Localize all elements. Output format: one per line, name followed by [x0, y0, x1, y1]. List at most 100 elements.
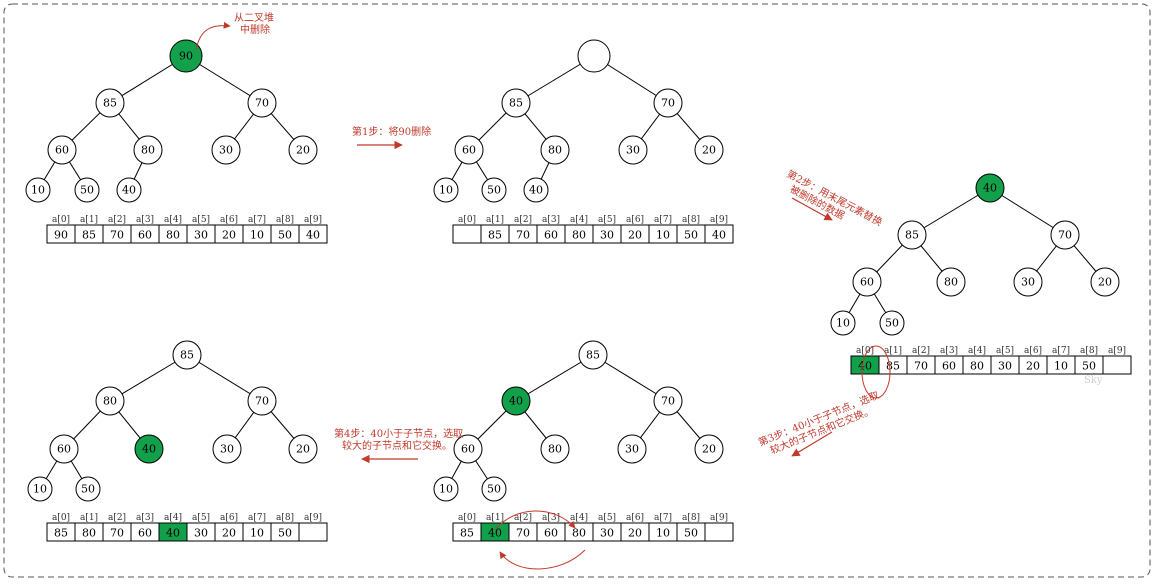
- array-index-label: a[2]: [108, 215, 126, 225]
- array-cell-value: 70: [110, 527, 124, 540]
- swap-arc-lower: [499, 549, 586, 570]
- tree-edge: [515, 354, 594, 402]
- array-cell-value: 20: [222, 229, 236, 242]
- array-cell-value: 40: [306, 229, 320, 242]
- tree-node-value: 50: [487, 184, 501, 197]
- tree-node-value: 10: [439, 483, 453, 496]
- array-cell-value: 50: [1082, 360, 1096, 373]
- tree-node: [540, 135, 570, 165]
- array-cell-value: 80: [572, 229, 586, 242]
- tree-node: [75, 476, 101, 502]
- array-index-label: a[3]: [940, 346, 958, 356]
- array-index-label: a[0]: [52, 215, 70, 225]
- note-step2-group: 第2步：用末尾元素替换 被删除的数据: [785, 167, 885, 228]
- array-cell-value: 70: [914, 360, 928, 373]
- array-index-label: a[7]: [654, 513, 672, 523]
- array-index-label: a[8]: [276, 215, 294, 225]
- tree-node-value: 40: [529, 184, 543, 197]
- array-index-label: a[7]: [248, 513, 266, 523]
- tree-node-value: 20: [296, 443, 310, 456]
- array-index-label: a[1]: [486, 215, 504, 225]
- tree-node-value: 80: [548, 443, 562, 456]
- array-cell-value: 60: [138, 527, 152, 540]
- array-cell-value: 10: [250, 527, 264, 540]
- tree-node-value: 60: [860, 276, 874, 289]
- tree-node-value: 60: [462, 144, 476, 157]
- array-index-label: a[5]: [598, 513, 616, 523]
- array-cell-value: 50: [278, 229, 292, 242]
- outer-border: [3, 3, 1151, 578]
- note-step4-line2: 较大的子节点和它交换。: [342, 439, 452, 452]
- tree-node-value: 60: [461, 443, 475, 456]
- tree-edge: [911, 187, 991, 236]
- array-cell-value: 60: [544, 229, 558, 242]
- tree-node-value: 40: [983, 182, 997, 195]
- tree-node-value: 85: [586, 349, 600, 362]
- array-cell-value: 10: [656, 229, 670, 242]
- array-index-label: a[5]: [192, 513, 210, 523]
- tree-node-value: 85: [905, 229, 919, 242]
- array-index-label: a[8]: [276, 513, 294, 523]
- tree-node-value: 70: [661, 395, 675, 408]
- array-index-label: a[2]: [514, 215, 532, 225]
- array-cell-value: 40: [858, 360, 872, 373]
- array-index-label: a[4]: [164, 215, 182, 225]
- tree-node: [577, 39, 611, 73]
- arrow-step2: [791, 197, 833, 221]
- tree-edge: [109, 354, 188, 402]
- tree-node: [27, 476, 53, 502]
- array-cell-value: 60: [138, 229, 152, 242]
- array-cell-value: 20: [1026, 360, 1040, 373]
- array-index-label: a[6]: [626, 215, 644, 225]
- tree-node: [454, 135, 484, 165]
- array-cell-value: 30: [194, 229, 208, 242]
- array-index-label: a[8]: [1080, 346, 1098, 356]
- array-index-label: a[3]: [136, 513, 154, 523]
- array-index-label: a[1]: [80, 513, 98, 523]
- tree-node-value: 30: [625, 443, 639, 456]
- array-index-label: a[2]: [912, 346, 930, 356]
- tree-node: [617, 434, 647, 464]
- tree-node-value: 80: [944, 276, 958, 289]
- tree-node-value: 20: [1098, 276, 1112, 289]
- array-cell-value: 85: [460, 527, 474, 540]
- array-cell-value: 85: [488, 229, 502, 242]
- tree-node: [1090, 267, 1120, 297]
- tree-node-value: 30: [1021, 276, 1035, 289]
- array-index-label: a[9]: [304, 215, 322, 225]
- tree-node: [288, 135, 318, 165]
- tree-node-value: 40: [142, 443, 156, 456]
- tree-node: [694, 135, 724, 165]
- array-index-label: a[7]: [248, 215, 266, 225]
- array-index-label: a[2]: [108, 513, 126, 523]
- array-index-label: a[4]: [968, 346, 986, 356]
- note-step3-group: 第3步：40小于子节点，选取 较大的子节点和它交换。: [756, 388, 881, 457]
- array-index-label: a[6]: [1024, 346, 1042, 356]
- tree-node: [653, 386, 683, 416]
- tree-node: [1013, 267, 1043, 297]
- tree-node-value: 50: [885, 317, 899, 330]
- array-index-label: a[5]: [192, 215, 210, 225]
- array-cell: [704, 224, 734, 244]
- tree-node: [133, 135, 163, 165]
- note-step1: 第1步：将90删除: [352, 125, 431, 138]
- tree-node: [897, 220, 927, 250]
- array-cell-value: 60: [942, 360, 956, 373]
- tree-node-value: 80: [548, 144, 562, 157]
- tree-node: [523, 177, 549, 203]
- tree-node-value: 30: [626, 144, 640, 157]
- array-cell-value: 20: [222, 527, 236, 540]
- array-cell-value: 30: [194, 527, 208, 540]
- array-index-label: a[0]: [458, 215, 476, 225]
- array-cell-value: 85: [82, 229, 96, 242]
- tree-node-value: 20: [702, 443, 716, 456]
- tree-node-value: 85: [180, 349, 194, 362]
- tree-node-value: 40: [509, 395, 523, 408]
- tree-node: [116, 177, 142, 203]
- tree-node-value: 70: [661, 97, 675, 110]
- array-index-label: a[7]: [1052, 346, 1070, 356]
- array-index-label: a[6]: [626, 513, 644, 523]
